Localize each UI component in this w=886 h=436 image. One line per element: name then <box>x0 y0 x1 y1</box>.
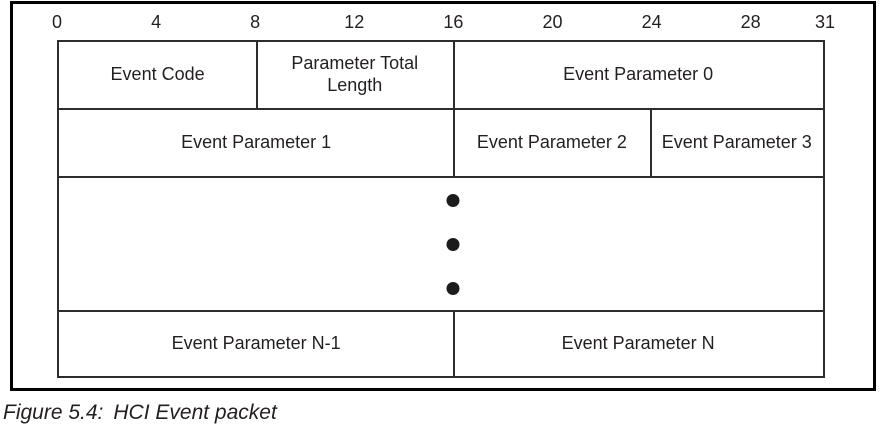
field-label: Event Parameter 1 <box>181 132 332 153</box>
field-event-parameter-0: Event Parameter 0 <box>453 42 823 108</box>
field-label: Event Parameter 2 <box>476 132 627 153</box>
field-event-code: Event Code <box>59 42 259 108</box>
field-label: Event Parameter 3 <box>661 132 812 153</box>
bit-label-24: 24 <box>641 12 662 32</box>
figure-caption: Figure 5.4: HCI Event packet <box>3 400 277 426</box>
packet-row-parameters-n: Event Parameter N-1 Event Parameter N <box>59 310 823 376</box>
field-event-parameter-n-1: Event Parameter N-1 <box>59 312 456 376</box>
ellipsis-dots <box>446 178 460 310</box>
field-label: Event Code <box>110 64 205 85</box>
bit-label-4: 4 <box>151 12 162 32</box>
bit-label-20: 20 <box>542 12 563 32</box>
bit-label-8: 8 <box>250 12 261 32</box>
packet-row-parameters-1-3: Event Parameter 1 Event Parameter 2 Even… <box>59 108 823 176</box>
figure-frame <box>10 1 876 391</box>
bit-ruler: 0 4 8 12 16 20 24 28 31 <box>52 10 835 34</box>
bit-label-0: 0 <box>51 12 63 32</box>
field-parameter-total-length: Parameter Total Length <box>256 42 456 108</box>
field-label: Parameter Total Length <box>291 53 419 95</box>
caption-label: Figure 5.4: <box>3 401 104 424</box>
packet-row-ellipsis <box>59 176 823 310</box>
field-label: Event Parameter 0 <box>563 64 714 85</box>
field-event-parameter-2: Event Parameter 2 <box>453 110 653 176</box>
ellipsis-dot <box>446 237 460 251</box>
caption-title: HCI Event packet <box>113 401 277 424</box>
ellipsis-dot <box>446 193 460 207</box>
field-label: Event Parameter N-1 <box>171 333 341 354</box>
bit-label-28: 28 <box>740 12 761 32</box>
field-label: Event Parameter N <box>561 333 715 354</box>
bit-label-16: 16 <box>443 12 464 32</box>
field-event-parameter-n: Event Parameter N <box>453 312 823 376</box>
field-event-parameter-3: Event Parameter 3 <box>650 110 823 176</box>
packet-row-header: Event Code Parameter Total Length Event … <box>59 42 823 108</box>
bit-label-12: 12 <box>344 12 365 32</box>
bit-label-31: 31 <box>814 12 836 32</box>
ellipsis-dot <box>446 281 460 295</box>
field-event-parameter-1: Event Parameter 1 <box>59 110 456 176</box>
packet-table: Event Code Parameter Total Length Event … <box>57 40 825 378</box>
